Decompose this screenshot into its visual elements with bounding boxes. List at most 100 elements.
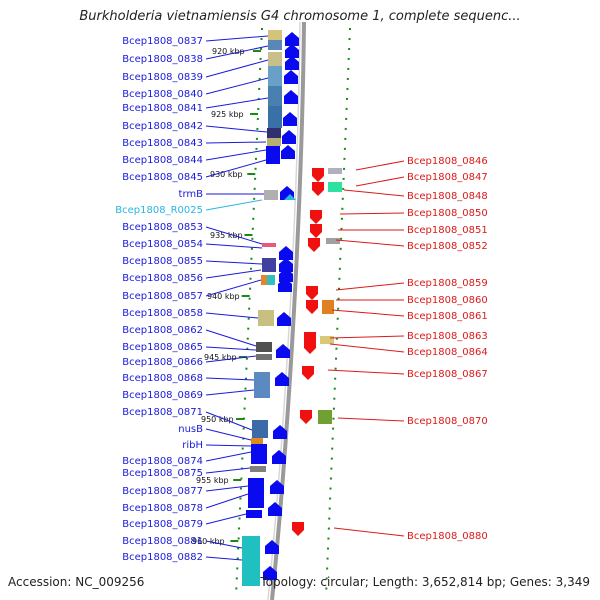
kbp-label: 930 kbp [210, 170, 243, 179]
leader-line [205, 269, 262, 279]
forward-gene-arrow [270, 480, 284, 494]
gene-label: Bcep1808_0843 [122, 138, 203, 149]
forward-gene-arrow [279, 268, 293, 282]
kbp-label: 935 kbp [210, 231, 243, 240]
kbp-label: 950 kbp [201, 415, 234, 424]
reverse-gene-arrow [306, 286, 318, 300]
leader-line [205, 279, 262, 297]
topology-info: Topology: circular; Length: 3,652,814 bp… [260, 575, 590, 589]
gene-block [246, 510, 262, 518]
gene-label: Bcep1808_0875 [122, 468, 203, 479]
gene-label: Bcep1808_0865 [122, 342, 203, 353]
leader-line [205, 411, 253, 431]
reverse-gene-arrow [306, 300, 318, 314]
leader-line [205, 540, 243, 549]
reverse-gene-arrow [310, 210, 322, 224]
gene-label: Bcep1808_0854 [122, 239, 203, 250]
leader-line [339, 212, 405, 215]
leader-line [337, 417, 405, 422]
kbp-label: 940 kbp [207, 292, 240, 301]
gene-label: Bcep1808_0841 [122, 103, 203, 114]
leader-line [355, 160, 405, 171]
leader-line [355, 176, 405, 187]
reverse-gene-arrow [308, 238, 320, 252]
gene-label: Bcep1808_0857 [122, 291, 203, 302]
gene-label: Bcep1808_0848 [407, 191, 488, 202]
gene-block [264, 190, 278, 200]
forward-gene-arrow [283, 112, 297, 126]
forward-gene-arrow [285, 32, 299, 46]
gene-label: Bcep1808_0879 [122, 519, 203, 530]
gene-block [248, 478, 264, 508]
leader-line [343, 189, 405, 197]
forward-gene-arrow [279, 246, 293, 260]
forward-gene-arrow [272, 450, 286, 464]
gene-block [250, 466, 266, 472]
reverse-gene-arrow [312, 182, 324, 196]
leader-line [205, 556, 243, 561]
gene-block [268, 52, 282, 66]
leader-line [331, 309, 405, 317]
forward-gene-arrow [263, 566, 277, 580]
accession-label: Accession: NC_009256 [8, 575, 145, 589]
leader-line [205, 141, 267, 144]
leader-line [205, 329, 257, 347]
leader-line [329, 335, 405, 339]
leader-line [205, 77, 269, 95]
leader-line [205, 377, 255, 381]
gene-block [254, 372, 270, 398]
forward-gene-arrow [284, 90, 298, 104]
gene-label: trmB [179, 189, 204, 200]
gene-label: Bcep1808_0871 [122, 407, 203, 418]
gene-block [242, 536, 260, 586]
gene-label: Bcep1808_0870 [407, 416, 488, 427]
gene-label: Bcep1808_0844 [122, 155, 203, 166]
gene-block [267, 128, 281, 138]
gene-block [258, 310, 274, 326]
gene-block [268, 66, 282, 86]
gene-label: Bcep1808_0855 [122, 256, 203, 267]
reverse-gene-arrow [302, 366, 314, 380]
leader-line [205, 444, 252, 447]
gene-label: Bcep1808_0862 [122, 325, 203, 336]
gene-block [267, 138, 281, 146]
leader-line [205, 485, 249, 492]
leader-line [327, 369, 405, 375]
genome-backbone [270, 21, 306, 600]
kbp-label: 945 kbp [204, 353, 237, 362]
gene-block [261, 275, 267, 285]
forward-gene-arrow [265, 540, 279, 554]
leader-line [205, 243, 263, 249]
gene-label: Bcep1808_0882 [122, 552, 203, 563]
leader-line [205, 226, 263, 245]
gene-block [267, 275, 275, 285]
forward-gene-arrow [284, 70, 298, 84]
gene-block [266, 146, 280, 164]
forward-gene-arrow [279, 258, 293, 272]
gene-label: Bcep1808_0851 [407, 225, 488, 236]
gene-block [256, 354, 272, 360]
leader-line [205, 355, 257, 363]
forward-gene-arrow [285, 44, 299, 58]
leader-line [205, 260, 263, 265]
kbp-label: 920 kbp [212, 47, 245, 56]
gene-block [320, 336, 334, 344]
gene-block [268, 106, 282, 128]
forward-gene-arrow [282, 130, 296, 144]
gene-label: Bcep1808_0869 [122, 390, 203, 401]
gene-label: Bcep1808_0837 [122, 36, 203, 47]
leader-line [205, 467, 251, 474]
forward-gene-arrow [276, 344, 290, 358]
leader-line [205, 97, 269, 109]
gene-label: Bcep1808_0852 [407, 241, 488, 252]
reverse-gene-arrow [310, 224, 322, 238]
gene-label: Bcep1808_0858 [122, 308, 203, 319]
leader-line [205, 35, 269, 42]
kbp-label: 925 kbp [211, 110, 244, 119]
gene-label: nusB [178, 424, 203, 435]
leader-line [333, 527, 405, 537]
gene-block [262, 243, 276, 247]
gene-block [262, 258, 276, 272]
map-title: Burkholderia vietnamiensis G4 chromosome… [79, 9, 521, 24]
